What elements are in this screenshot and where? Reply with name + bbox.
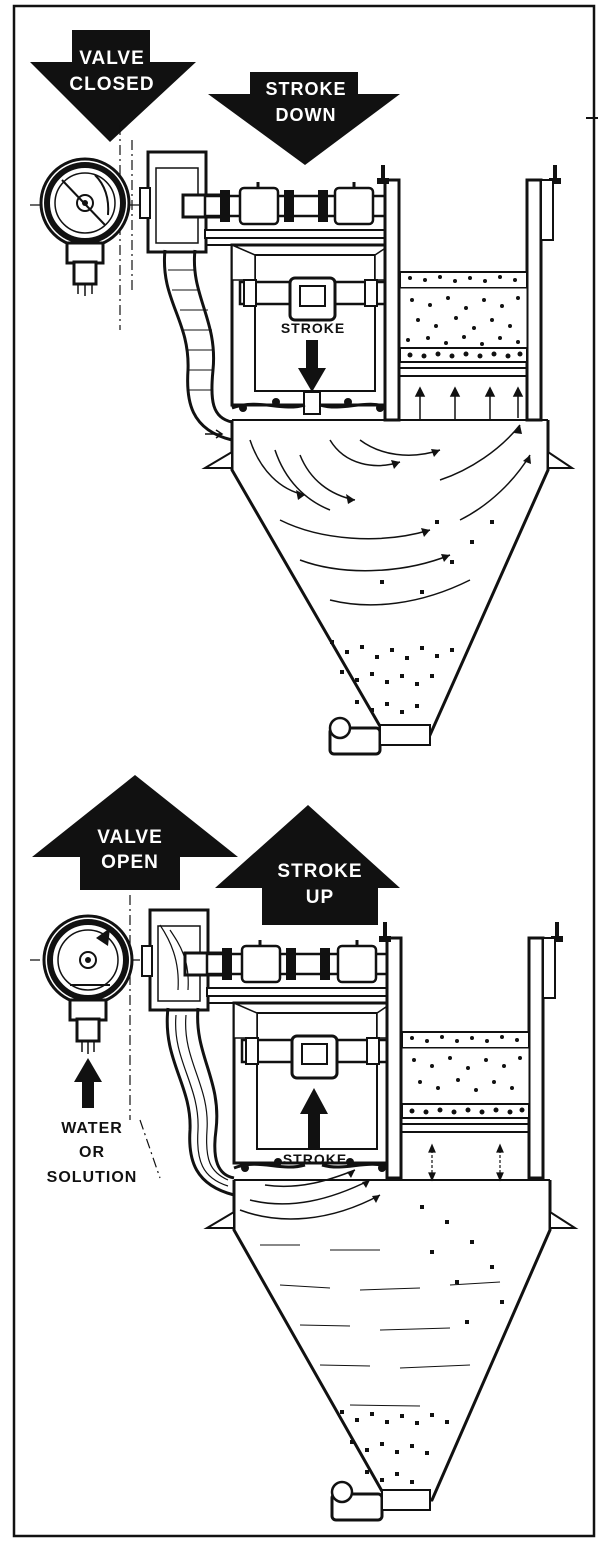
bed-top [401, 1031, 530, 1049]
frame-rail [204, 229, 396, 239]
piston-crosshead [240, 1034, 389, 1080]
hopper-cone [230, 420, 550, 737]
piston-stroke-arrow-up [300, 1088, 328, 1150]
piston-crosshead [238, 276, 387, 322]
bed-particles [409, 1035, 525, 1115]
ragging-bed [401, 1047, 530, 1105]
valve-closed-arrow: VALVE CLOSED [30, 30, 196, 142]
grate [402, 1123, 529, 1133]
hose [196, 1007, 235, 1180]
settled-particles [340, 1410, 449, 1484]
settled-particles [330, 520, 494, 714]
hose [192, 249, 233, 424]
stroke-label-line2: DOWN [276, 105, 337, 125]
screen [401, 1103, 530, 1119]
inlet-arrow [74, 1058, 102, 1108]
drive-shaft [205, 940, 399, 984]
inflow-arrows [239, 1169, 381, 1220]
bed-particles [406, 275, 523, 359]
panel-top: VALVE CLOSED STROKE DOWN [30, 30, 576, 756]
tank-divider [385, 936, 403, 1180]
pulsation-arrows [428, 1143, 504, 1182]
discharge-valve [330, 1480, 431, 1522]
swirl-arrowheads [296, 425, 531, 562]
page-border [12, 4, 596, 1538]
hose-ribs [168, 269, 213, 391]
piston-stroke-label: STROKE [281, 320, 345, 336]
piston-stroke-label: STROKE [283, 1151, 347, 1167]
piston-stroke-arrow-down [298, 340, 326, 392]
hopper-cone [232, 1180, 552, 1502]
valve-label-line1: VALVE [79, 48, 145, 69]
ragging-bed [399, 287, 528, 349]
valve-housing [141, 908, 225, 1012]
tank-divider [383, 178, 401, 422]
tank-right-wall [525, 178, 543, 422]
valve-label-line2: CLOSED [69, 74, 154, 95]
upflow-arrows [414, 386, 524, 420]
stroke-label-line1: STROKE [265, 79, 346, 99]
valve-label-line1: VALVE [97, 827, 163, 848]
inflow-arrowheads [347, 1170, 380, 1203]
discharge-valve [328, 716, 431, 756]
water-lines [260, 1244, 501, 1407]
hose [162, 249, 233, 442]
screen [399, 347, 528, 363]
stroke-label-line1: STROKE [277, 861, 362, 882]
valve-label-line2: OPEN [101, 852, 159, 873]
stroke-label-line2: UP [306, 887, 334, 908]
bed-top [399, 271, 528, 289]
suspended-particles [420, 1205, 504, 1324]
inlet-label-line3: SOLUTION [47, 1169, 138, 1186]
hose-water-lines [159, 924, 229, 1187]
drive-shaft [203, 182, 397, 226]
stroke-up-arrow: STROKE UP [215, 805, 400, 925]
inlet-label-line2: OR [79, 1144, 105, 1161]
valve-open-arrow: VALVE OPEN [32, 775, 238, 890]
tank-right-wall [527, 936, 545, 1180]
rotary-valve-closed [39, 157, 131, 296]
rotary-valve-open [42, 914, 134, 1054]
panel-bottom: VALVE OPEN STROKE UP [30, 775, 579, 1522]
inlet-label-line1: WATER [61, 1120, 123, 1137]
flow-arrow [205, 429, 224, 439]
stroke-down-arrow: STROKE DOWN [208, 72, 400, 165]
swirl-flow [249, 424, 531, 606]
hose [165, 1007, 235, 1197]
grate [400, 367, 527, 377]
